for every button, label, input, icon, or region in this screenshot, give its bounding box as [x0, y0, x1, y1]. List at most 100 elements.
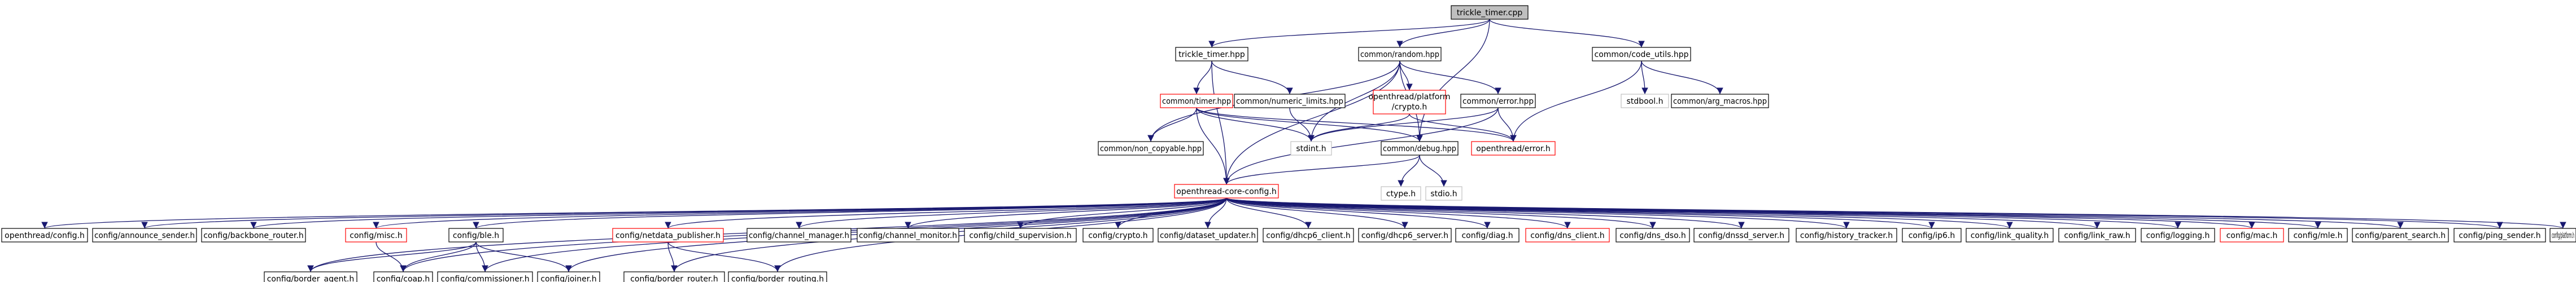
node-config-border-routing-h[interactable]: config/border_routing.h — [728, 271, 827, 282]
node-label: config/dhcp6_client.h — [1266, 231, 1351, 240]
node-config-backbone-router-h[interactable]: config/backbone_router.h — [201, 228, 306, 243]
node-config-child-supervision-h[interactable]: config/child_supervision.h — [964, 228, 1077, 243]
node-config-crypto-h[interactable]: config/crypto.h — [1082, 228, 1154, 243]
node-config-border-router-h[interactable]: config/border_router.h — [623, 271, 725, 282]
node-config-logging-h[interactable]: config/logging.h — [2141, 228, 2215, 243]
node-common-debug-hpp[interactable]: common/debug.hpp — [1381, 141, 1459, 156]
node-config-dnssd-server-h[interactable]: config/dnssd_server.h — [1693, 228, 1789, 243]
node-common-timer-hpp[interactable]: common/timer.hpp — [1160, 94, 1233, 108]
node-common-error-hpp[interactable]: common/error.hpp — [1460, 94, 1536, 108]
node-label: openthread-core-config.h — [1176, 187, 1276, 196]
node-config-link-quality-h[interactable]: config/link_quality.h — [1966, 228, 2054, 243]
node-common-numeric-limits-hpp[interactable]: common/numeric_limits.hpp — [1234, 94, 1346, 108]
node-box — [92, 228, 197, 243]
node-box — [2453, 228, 2546, 243]
edge-ble-to-border_agent — [307, 241, 477, 272]
node-config-mac-h[interactable]: config/mac.h — [2220, 228, 2284, 243]
edge-random_hpp-to-core_config — [1223, 60, 1400, 185]
node-config-platform-h[interactable]: config/platform.h — [2549, 228, 2576, 243]
edge-debug_hpp-to-ctype — [1398, 155, 1420, 187]
node-config-mle-h[interactable]: config/mle.h — [2288, 228, 2348, 243]
node-box — [623, 271, 725, 282]
node-ctype-h[interactable]: ctype.h — [1381, 186, 1421, 201]
node-config-dhcp6-client-h[interactable]: config/dhcp6_client.h — [1263, 228, 1354, 243]
node-box — [1460, 94, 1536, 108]
node-stdint-h[interactable]: stdint.h — [1290, 141, 1332, 156]
node-label: config/misc.h — [350, 231, 402, 240]
node-trickle-timer-hpp[interactable]: trickle_timer.hpp — [1175, 47, 1248, 61]
node-config-coap-h[interactable]: config/coap.h — [373, 271, 433, 282]
node-label: stdbool.h — [1627, 97, 1664, 106]
node-config-link-raw-h[interactable]: config/link_raw.h — [2058, 228, 2136, 243]
node-label: config/child_supervision.h — [969, 231, 1071, 240]
node-box — [746, 228, 852, 243]
node-openthread-platform-crypto-h[interactable]: openthread/platform/crypto.h — [1368, 90, 1451, 114]
node-common-non-copyable-hpp[interactable]: common/non_copyable.hpp — [1098, 141, 1204, 156]
node-config-announce-sender-h[interactable]: config/announce_sender.h — [92, 228, 197, 243]
node-common-code-utils-hpp[interactable]: common/code_utils.hpp — [1592, 47, 1691, 61]
node-box — [264, 271, 357, 282]
edge-core_config-to-dataset_updater — [1204, 197, 1227, 229]
edge-error_hpp-to-ot_error — [1497, 107, 1517, 142]
edge-netdata_publisher-to-border_router — [667, 241, 678, 272]
node-config-ping-sender-h[interactable]: config/ping_sender.h — [2453, 228, 2546, 243]
node-label: openthread/error.h — [1476, 144, 1550, 153]
node-config-parent-search-h[interactable]: config/parent_search.h — [2352, 228, 2449, 243]
node-config-ble-h[interactable]: config/ble.h — [448, 228, 504, 243]
node-box — [1160, 94, 1233, 108]
node-config-border-agent-h[interactable]: config/border_agent.h — [264, 271, 357, 282]
node-label: common/arg_macros.hpp — [1673, 97, 1767, 106]
node-box — [728, 271, 827, 282]
node-label: common/timer.hpp — [1162, 97, 1231, 106]
node-config-commissioner-h[interactable]: config/commissioner.h — [437, 271, 533, 282]
node-openthread-core-config-h[interactable]: openthread-core-config.h — [1174, 184, 1279, 199]
node-box — [1098, 141, 1204, 156]
node-label: common/numeric_limits.hpp — [1236, 97, 1343, 106]
edge-timer_hpp-to-core_config — [1196, 107, 1230, 185]
node-config-misc-h[interactable]: config/misc.h — [345, 228, 407, 243]
node-config-channel-manager-h[interactable]: config/channel_manager.h — [746, 228, 852, 243]
node-config-dns-client-h[interactable]: config/dns_client.h — [1525, 228, 1610, 243]
node-config-ip6-h[interactable]: config/ip6.h — [1902, 228, 1962, 243]
node-common-random-hpp[interactable]: common/random.hpp — [1358, 47, 1442, 61]
edge-core_config-to-dnssd_server — [1226, 197, 1745, 229]
node-config-diag-h[interactable]: config/diag.h — [1455, 228, 1520, 243]
node-label: config/channel_manager.h — [749, 231, 849, 240]
node-config-dns-dso-h[interactable]: config/dns_dso.h — [1616, 228, 1690, 243]
node-box — [448, 228, 504, 243]
node-label: openthread/platform/crypto.h — [1368, 92, 1450, 112]
node-box — [1381, 141, 1459, 156]
node-box — [612, 228, 724, 243]
node-label: stdint.h — [1296, 144, 1326, 153]
node-box — [1290, 141, 1332, 156]
node-label: trickle_timer.cpp — [1457, 8, 1523, 17]
node-stdio-h[interactable]: stdio.h — [1425, 186, 1462, 201]
node-box — [2058, 228, 2136, 243]
edge-timer_hpp-to-stdint — [1196, 107, 1315, 142]
node-stdbool-h[interactable]: stdbool.h — [1621, 94, 1669, 108]
node-config-history-tracker-h[interactable]: config/history_tracker.h — [1796, 228, 1897, 243]
node-label: openthread/config.h — [5, 231, 85, 240]
node-label: config/mac.h — [2226, 231, 2278, 240]
node-box — [1471, 141, 1556, 156]
node-label: config/crypto.h — [1088, 231, 1147, 240]
edge-ble-to-commissioner — [475, 241, 488, 272]
node-label: config/border_routing.h — [731, 275, 824, 282]
node-label: common/random.hpp — [1360, 50, 1439, 59]
node-box — [1, 228, 88, 243]
node-trickle-timer-cpp[interactable]: trickle_timer.cpp — [1451, 5, 1529, 20]
node-config-joiner-h[interactable]: config/joiner.h — [537, 271, 600, 282]
node-openthread-error-h[interactable]: openthread/error.h — [1471, 141, 1556, 156]
node-box — [1158, 228, 1258, 243]
edge-code_utils-to-arg_macros — [1641, 60, 1723, 95]
node-config-channel-monitor-h[interactable]: config/channel_monitor.h — [857, 228, 959, 243]
node-openthread-config-h[interactable]: openthread/config.h — [1, 228, 88, 243]
node-config-dhcp6-server-h[interactable]: config/dhcp6_server.h — [1358, 228, 1452, 243]
node-label: config/dns_dso.h — [1619, 231, 1686, 240]
edge-timer_hpp-to-ot_error — [1196, 107, 1517, 142]
node-label: config/commissioner.h — [440, 275, 529, 282]
node-label: config/backbone_router.h — [203, 231, 304, 240]
node-common-arg-macros-hpp[interactable]: common/arg_macros.hpp — [1671, 94, 1769, 108]
node-config-dataset-updater-h[interactable]: config/dataset_updater.h — [1158, 228, 1258, 243]
node-config-netdata-publisher-h[interactable]: config/netdata_publisher.h — [612, 228, 724, 243]
